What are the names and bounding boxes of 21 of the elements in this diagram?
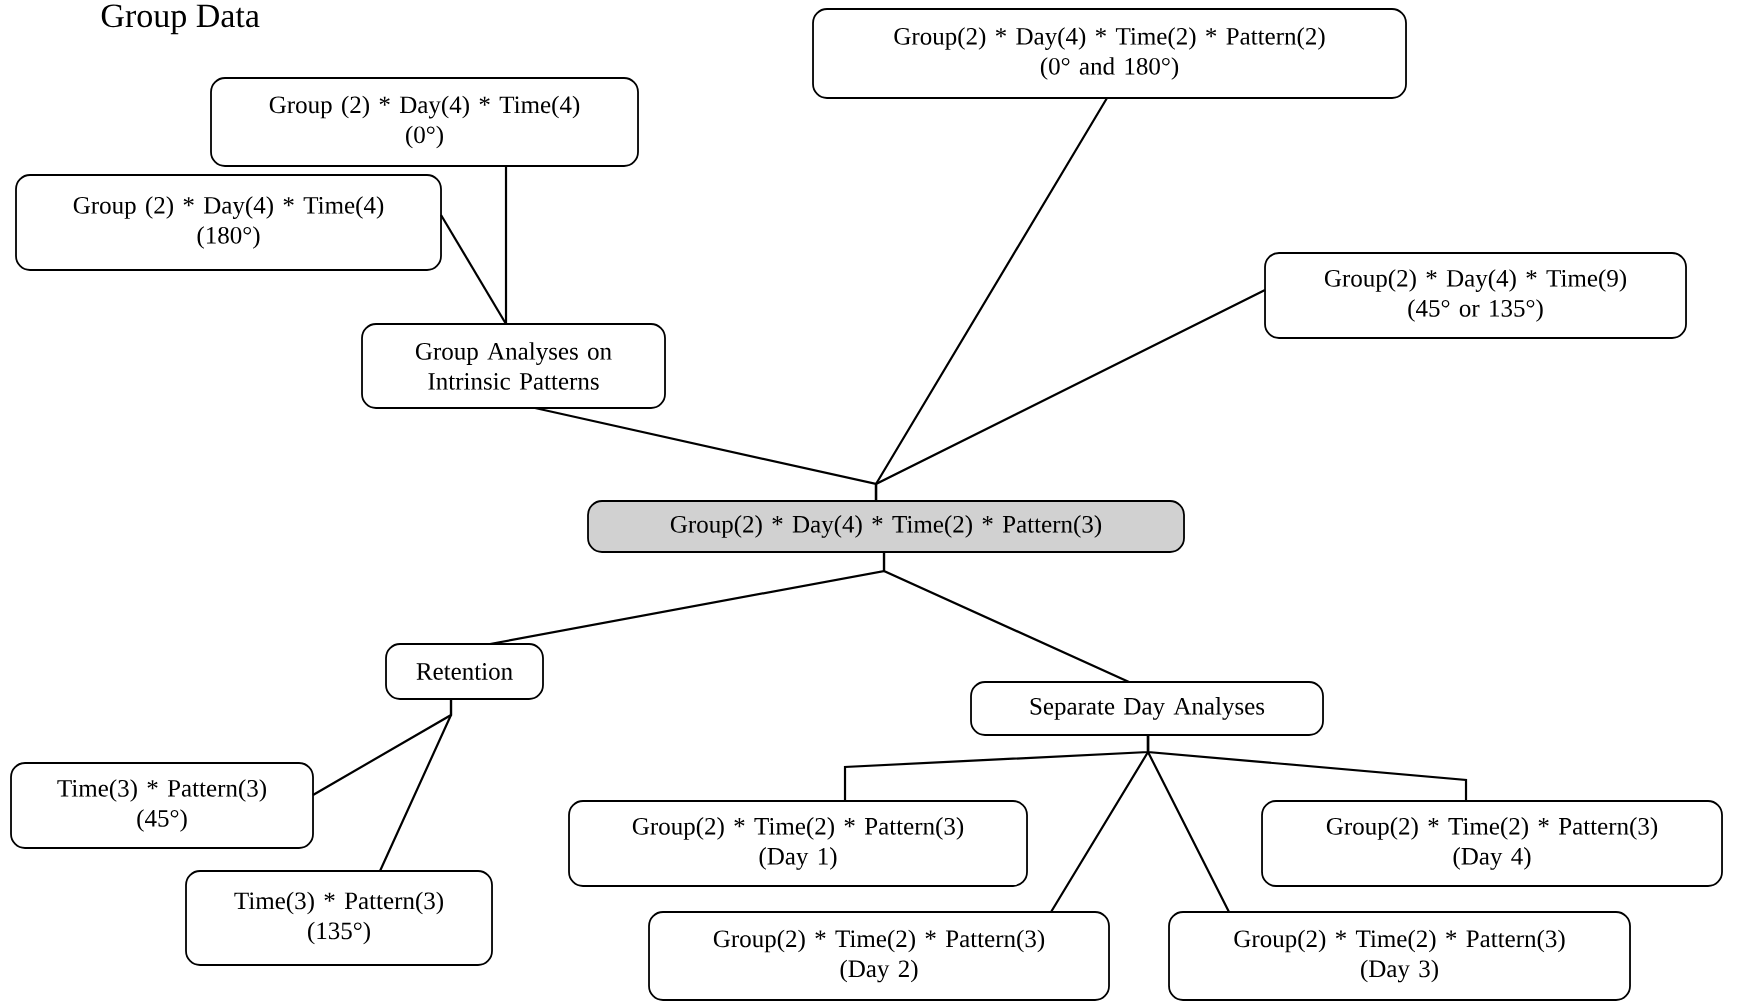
process-box: Group(2) * Day(4) * Time(2) * Pattern(2) (0° and 180°) (812, 8, 1407, 99)
process-box: Group(2) * Time(2) * Pattern(3) (Day 4) (1261, 800, 1723, 887)
process-box: Retention (385, 643, 544, 700)
process-box: Time(3) * Pattern(3) (45°) (10, 762, 314, 849)
process-box: Group(2) * Day(4) * Time(2) * Pattern(3) (587, 500, 1185, 553)
process-box: Group (2) * Day(4) * Time(4) (0°) (210, 77, 639, 167)
process-box: Group(2) * Time(2) * Pattern(3) (Day 3) (1168, 911, 1631, 1001)
connector-line (874, 289, 1266, 501)
process-box: Time(3) * Pattern(3) (135°) (185, 870, 493, 966)
process-box: Group Analyses on Intrinsic Patterns (361, 323, 666, 409)
process-box: Group(2) * Day(4) * Time(9) (45° or 135°) (1264, 252, 1687, 339)
connector-line (882, 552, 1130, 683)
process-box: Group(2) * Time(2) * Pattern(3) (Day 1) (568, 800, 1028, 887)
process-box: Separate Day Analyses (970, 681, 1324, 736)
process-box: Group(2) * Time(2) * Pattern(3) (Day 2) (648, 911, 1110, 1001)
connector-line (379, 699, 453, 872)
connector-line (1146, 735, 1468, 801)
process-box: Group (2) * Day(4) * Time(4) (180°) (15, 174, 442, 271)
connector-line (440, 214, 507, 325)
connector-line (504, 166, 508, 324)
title: Group Data (101, 4, 260, 35)
